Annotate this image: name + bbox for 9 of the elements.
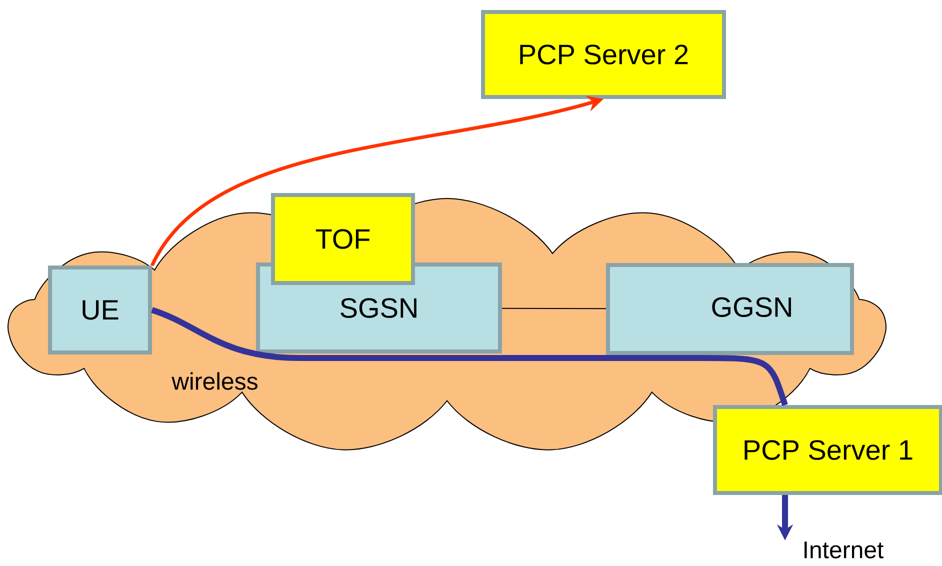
- server-box: PCP Server 2: [481, 10, 726, 99]
- function-box: TOF: [271, 193, 415, 285]
- connector-line: [502, 308, 606, 310]
- network-box: GGSN: [606, 263, 854, 355]
- text-label: wireless: [172, 372, 258, 390]
- text-label: Internet: [804, 542, 884, 558]
- network-box: UE: [48, 266, 152, 354]
- server-box: PCP Server 1: [713, 405, 942, 495]
- connector-line: [151, 307, 788, 406]
